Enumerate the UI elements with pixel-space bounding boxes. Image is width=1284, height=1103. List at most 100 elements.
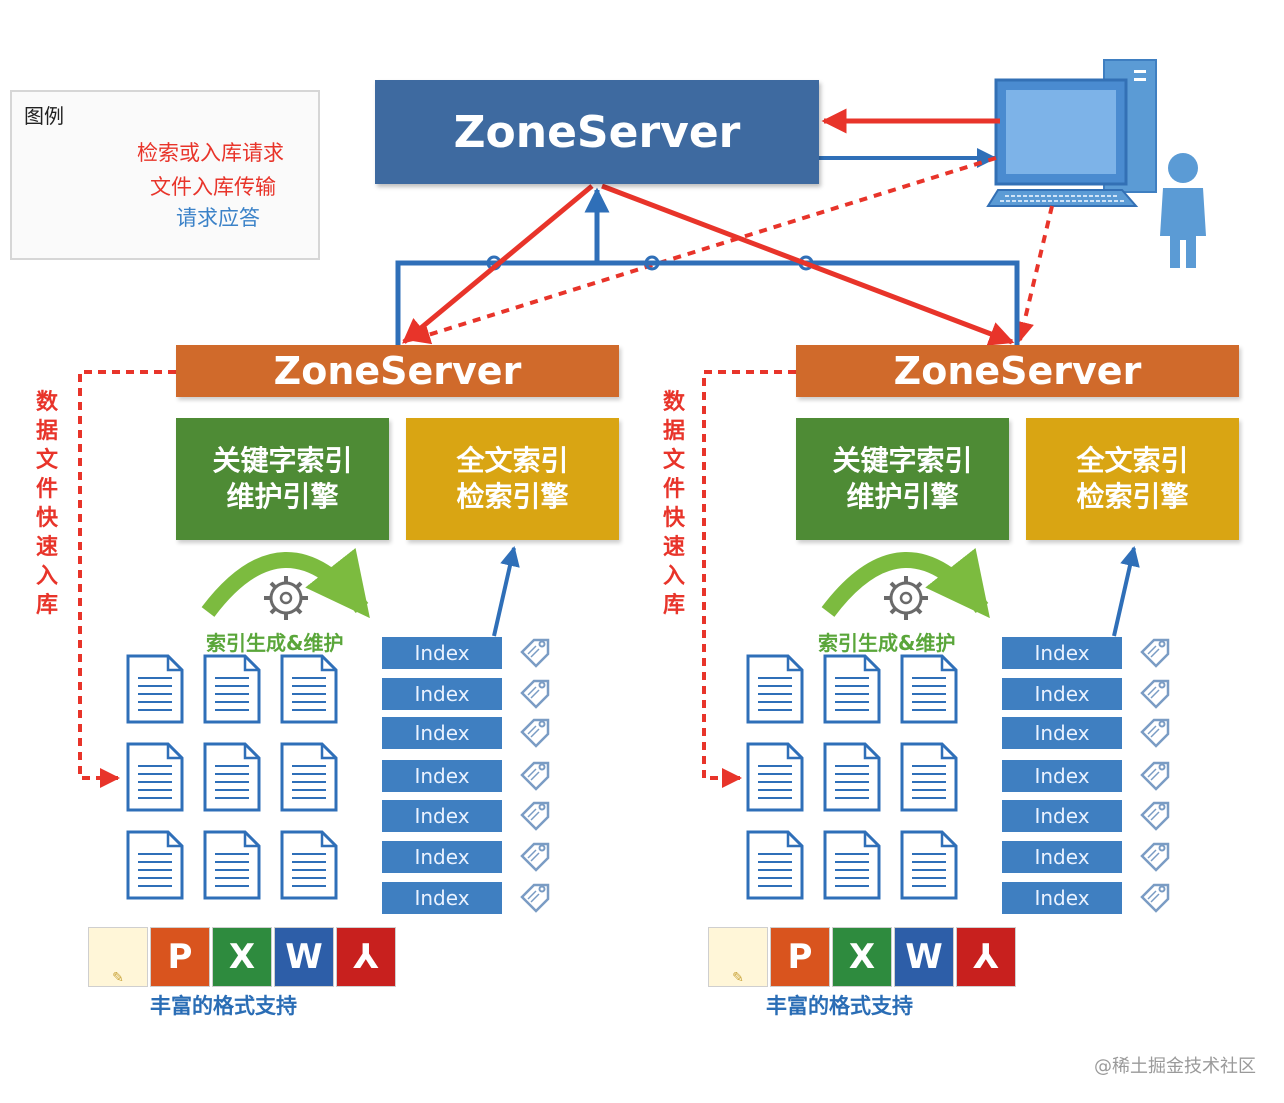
user-icon: [1160, 153, 1206, 268]
document-icon: [126, 830, 184, 900]
legend-label-transfer: 文件入库传输: [150, 175, 276, 199]
index-item: Index: [1002, 637, 1122, 669]
index-item: Index: [1002, 678, 1122, 710]
fulltext-search-engine-right: 全文索引 检索引擎: [1026, 418, 1239, 540]
index-item: Index: [1002, 800, 1122, 832]
index-item: Index: [1002, 882, 1122, 914]
tag-icon: [1140, 679, 1170, 709]
legend-label-request: 检索或入库请求: [137, 141, 284, 165]
index-item: Index: [382, 882, 502, 914]
fulltext-engine-line2: 检索引擎: [456, 480, 569, 513]
tag-icon: [1140, 761, 1170, 791]
fulltext-engine-line1: 全文索引: [1076, 444, 1189, 477]
zone-server-right: ZoneServer: [796, 345, 1239, 397]
computer-icon: [986, 59, 1157, 207]
tag-icon: [520, 883, 550, 913]
legend-label-response: 请求应答: [176, 206, 260, 230]
legend-box: 图例 检索或入库请求 文件入库传输 请求应答: [10, 90, 320, 260]
tag-icon: [520, 718, 550, 748]
dotted-computer-to-left-server: [410, 156, 997, 345]
request-arrow-to-left-server: [402, 184, 594, 344]
fast-ingest-label-right: 数据文件快速入库: [662, 390, 685, 618]
document-icon: [900, 742, 958, 812]
index-to-fulltext-arrow-right: [1112, 546, 1140, 637]
index-item: Index: [382, 841, 502, 873]
dotted-fast-ingest-right: [702, 370, 796, 788]
keyword-index-engine-left: 关键字索引 维护引擎: [176, 418, 389, 540]
document-icon: [823, 742, 881, 812]
format-support-label-right: 丰富的格式支持: [766, 994, 913, 1018]
word-icon: W: [894, 927, 954, 987]
index-gen-label-right: 索引生成&维护: [818, 631, 956, 655]
index-to-fulltext-arrow-left: [492, 546, 520, 637]
tag-column-left: [520, 638, 550, 913]
index-item: Index: [1002, 760, 1122, 792]
document-icon: [823, 654, 881, 724]
index-item: Index: [382, 800, 502, 832]
document-icon: [280, 654, 338, 724]
format-icons-left: ✎ P X W ⅄: [88, 927, 396, 987]
keyword-index-engine-right: 关键字索引 维护引擎: [796, 418, 1009, 540]
document-icon: [746, 742, 804, 812]
excel-icon: X: [212, 927, 272, 987]
document-icon: [900, 654, 958, 724]
document-grid-right: [746, 654, 958, 900]
document-icon: [203, 742, 261, 812]
tag-icon: [520, 801, 550, 831]
index-item: Index: [382, 760, 502, 792]
keyword-engine-line2: 维护引擎: [226, 480, 339, 513]
request-arrow-to-right-server: [601, 183, 1015, 346]
top-zone-server: ZoneServer: [375, 80, 819, 184]
index-gen-curve-right: [821, 547, 990, 619]
format-icons-right: ✎ P X W ⅄: [708, 927, 1016, 987]
document-icon: [900, 830, 958, 900]
powerpoint-icon: P: [150, 927, 210, 987]
fulltext-search-engine-left: 全文索引 检索引擎: [406, 418, 619, 540]
dotted-computer-to-right-server: [1014, 205, 1054, 342]
index-item: Index: [1002, 717, 1122, 749]
tag-icon: [520, 638, 550, 668]
watermark: @稀土掘金技术社区: [1094, 1056, 1256, 1077]
document-icon: [203, 654, 261, 724]
document-icon: [280, 742, 338, 812]
tag-icon: [520, 842, 550, 872]
word-icon: W: [274, 927, 334, 987]
document-grid-left: [126, 654, 338, 900]
response-bus-line: [395, 260, 1020, 345]
tag-icon: [1140, 718, 1170, 748]
zone-server-left: ZoneServer: [176, 345, 619, 397]
keyword-engine-line1: 关键字索引: [832, 444, 973, 477]
dotted-fast-ingest-left: [78, 370, 176, 788]
tag-column-right: [1140, 638, 1170, 913]
keyword-engine-line2: 维护引擎: [846, 480, 959, 513]
fulltext-engine-line1: 全文索引: [456, 444, 569, 477]
index-item: Index: [382, 717, 502, 749]
index-item: Index: [382, 678, 502, 710]
index-gen-label-left: 索引生成&维护: [206, 631, 344, 655]
txt-icon: ✎: [88, 927, 148, 987]
pdf-icon: ⅄: [336, 927, 396, 987]
tag-icon: [520, 761, 550, 791]
document-icon: [746, 830, 804, 900]
bus-junction: [644, 255, 660, 271]
powerpoint-icon: P: [770, 927, 830, 987]
legend-title: 图例: [24, 104, 64, 128]
excel-icon: X: [832, 927, 892, 987]
tag-icon: [520, 679, 550, 709]
index-item: Index: [382, 637, 502, 669]
format-support-label-left: 丰富的格式支持: [150, 994, 297, 1018]
fulltext-engine-line2: 检索引擎: [1076, 480, 1189, 513]
index-item: Index: [1002, 841, 1122, 873]
document-icon: [746, 654, 804, 724]
document-icon: [280, 830, 338, 900]
gear-icon: [884, 576, 928, 620]
tag-icon: [1140, 883, 1170, 913]
keyword-engine-line1: 关键字索引: [212, 444, 353, 477]
tag-icon: [1140, 638, 1170, 668]
pdf-icon: ⅄: [956, 927, 1016, 987]
txt-icon: ✎: [708, 927, 768, 987]
document-icon: [203, 830, 261, 900]
gear-icon: [264, 576, 308, 620]
tag-icon: [1140, 842, 1170, 872]
